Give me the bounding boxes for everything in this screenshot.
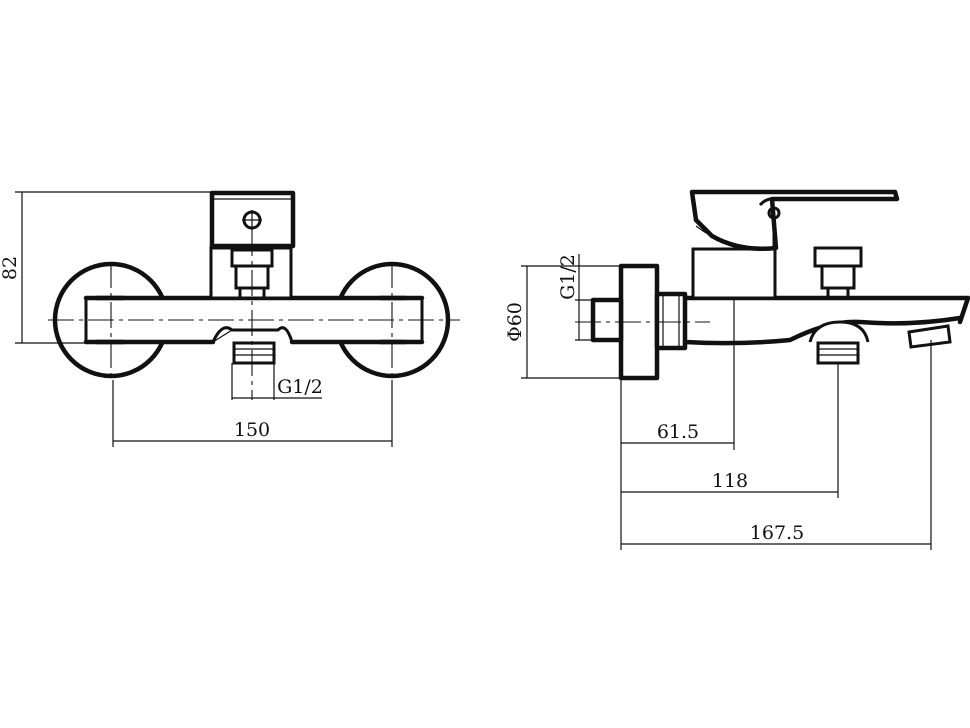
side-body [682, 295, 970, 349]
dim-118: 118 [621, 363, 839, 498]
front-thread-dimension: G1/2 [232, 376, 323, 399]
side-thread-dimension: G1/2 [557, 254, 593, 341]
dim-167-5-label: 167.5 [750, 522, 804, 544]
side-nut [654, 291, 688, 351]
front-thread-label: G1/2 [277, 376, 323, 398]
cartridge-housing [209, 246, 293, 300]
width-dimension: 150 [112, 380, 393, 447]
side-outlet [816, 341, 860, 365]
inlet-stub [590, 297, 624, 343]
height-label: 82 [0, 256, 21, 280]
dim-61-5: 61.5 [620, 300, 735, 550]
height-dimension: 82 [0, 191, 212, 344]
side-view: Φ60 G1/2 61.5 118 167.5 [504, 189, 970, 550]
side-thread-label: G1/2 [557, 254, 579, 300]
diameter-dimension: Φ60 [504, 265, 621, 379]
dim-167-5: 167.5 [621, 340, 932, 550]
diverter-knob [813, 246, 863, 298]
dim-61-5-label: 61.5 [657, 421, 699, 443]
width-label: 150 [234, 419, 270, 441]
diameter-label: Φ60 [504, 302, 526, 342]
dim-118-label: 118 [712, 470, 748, 492]
side-lever [689, 189, 900, 252]
front-outlet [231, 341, 276, 400]
front-view: 82 G1/2 150 [0, 190, 460, 447]
side-cartridge [691, 247, 777, 300]
